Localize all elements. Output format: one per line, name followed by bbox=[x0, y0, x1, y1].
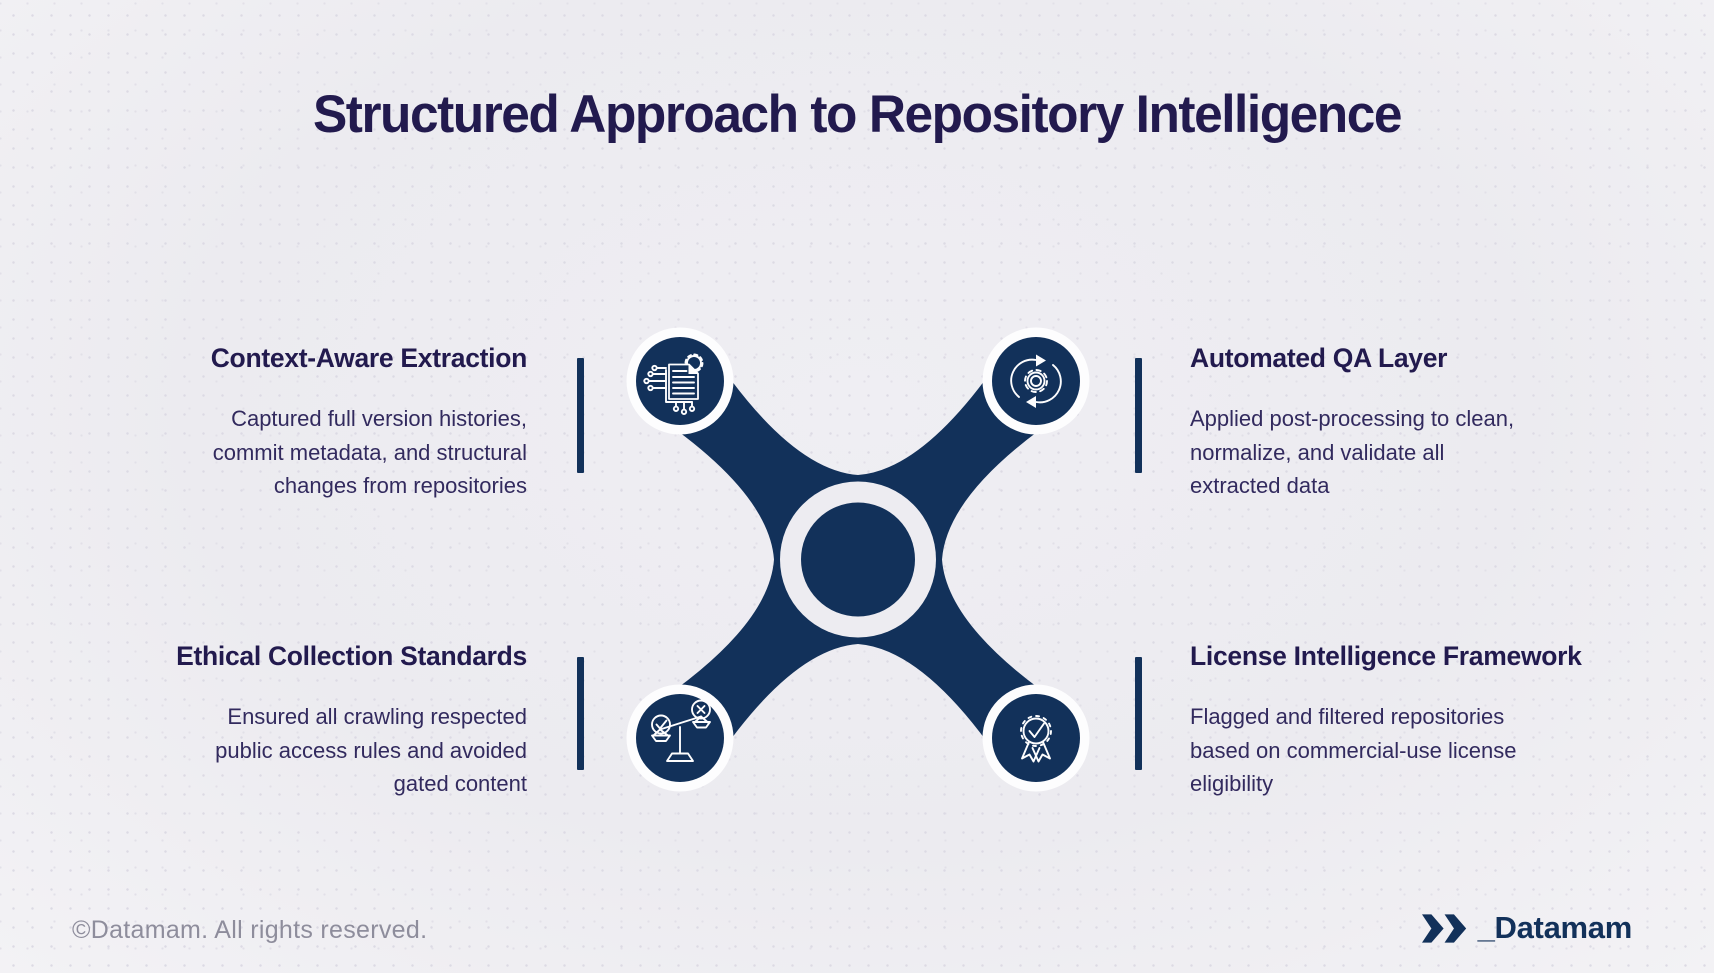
description-line: Ensured all crawling respected bbox=[227, 704, 527, 729]
quadrant-context-aware-extraction: Context-Aware Extraction Captured full v… bbox=[107, 341, 528, 503]
center-ring bbox=[780, 481, 936, 638]
description-line: public access rules and avoided bbox=[215, 737, 527, 763]
quadrant-ethical-collection-standards: Ethical Collection Standards Ensured all… bbox=[107, 639, 527, 801]
divider-bar bbox=[1135, 657, 1142, 770]
divider-bar bbox=[577, 657, 584, 770]
award-ribbon-icon bbox=[982, 684, 1090, 792]
quadrant-title: Ethical Collection Standards bbox=[176, 641, 527, 671]
brand-wordmark: _Datamam bbox=[1477, 910, 1633, 945]
quadrant-title: Context-Aware Extraction bbox=[210, 343, 528, 373]
description-line: changes from repositories bbox=[273, 473, 527, 498]
description-line: commit metadata, and structural bbox=[212, 439, 527, 465]
description-line: Captured full version histories, bbox=[231, 406, 527, 431]
document-circuit-gear-icon bbox=[626, 327, 734, 435]
description-line: based on commercial-use license bbox=[1190, 737, 1517, 763]
page-title: Structured Approach to Repository Intell… bbox=[312, 85, 1403, 144]
divider-bar bbox=[1135, 358, 1142, 473]
quadrant-title: Automated QA Layer bbox=[1190, 343, 1448, 373]
quadrant-description: Applied post-processing to clean, normali… bbox=[1190, 402, 1630, 503]
description-line: gated content bbox=[393, 771, 527, 796]
quadrant-description: Captured full version histories, commit m… bbox=[107, 402, 527, 503]
description-line: Applied post-processing to clean, bbox=[1190, 406, 1515, 431]
datamam-logo: _Datamam bbox=[1421, 910, 1633, 946]
x-shape bbox=[649, 350, 1067, 769]
copyright-text: ©Datamam. All rights reserved. bbox=[72, 916, 428, 944]
description-line: extracted data bbox=[1190, 473, 1330, 498]
quadrant-title: License Intelligence Framework bbox=[1190, 641, 1582, 671]
center-circle bbox=[801, 502, 915, 617]
description-line: normalize, and validate all bbox=[1190, 439, 1445, 465]
balance-scale-icon bbox=[626, 684, 734, 792]
description-line: eligibility bbox=[1190, 771, 1274, 796]
quadrant-license-intelligence-framework: License Intelligence Framework Flagged a… bbox=[1190, 639, 1630, 801]
quadrant-description: Flagged and filtered repositories based o… bbox=[1190, 700, 1630, 801]
quadrant-automated-qa-layer: Automated QA Layer Applied post-processi… bbox=[1190, 341, 1630, 503]
gear-sync-arrows-icon bbox=[982, 327, 1090, 435]
description-line: Flagged and filtered repositories bbox=[1190, 704, 1505, 729]
divider-bar bbox=[577, 358, 584, 473]
quadrant-description: Ensured all crawling respected public acc… bbox=[107, 700, 527, 801]
double-chevron-icon bbox=[1421, 913, 1466, 943]
